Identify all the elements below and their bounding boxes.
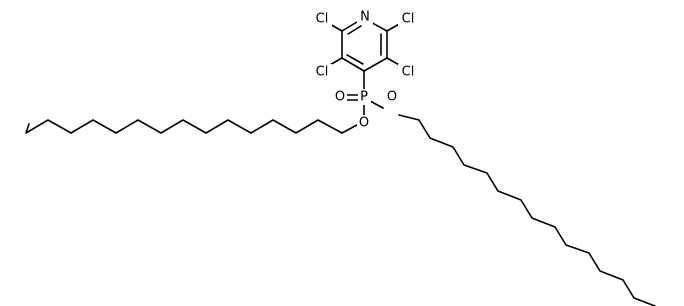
bond-c4-c5-inner xyxy=(346,54,364,65)
atom-cl-c2: Cl xyxy=(398,11,418,27)
chain-right-hexadecyl xyxy=(398,114,656,306)
atom-label-o-left: O xyxy=(359,116,369,131)
atom-label-o-right: O xyxy=(387,90,397,105)
atom-cl-c3: Cl xyxy=(398,64,418,80)
bond-c6-n1-inner xyxy=(347,25,362,35)
atom-label-o-double: O xyxy=(335,90,345,105)
atom-o-right: O xyxy=(385,89,399,105)
atom-o-double: O xyxy=(333,89,347,105)
atom-label-cl-top-right: Cl xyxy=(402,12,415,27)
atom-layer: N Cl Cl Cl Cl P O O xyxy=(312,9,418,131)
bond-layer xyxy=(25,18,656,306)
bond-c4-c5 xyxy=(341,57,365,72)
atom-o-left: O xyxy=(357,115,371,131)
atom-cl-c6: Cl xyxy=(312,11,332,27)
atom-label-cl-top-left: Cl xyxy=(316,12,329,27)
atom-label-p: P xyxy=(360,90,368,105)
atom-label-cl-bottom-right: Cl xyxy=(402,65,415,80)
atom-p: P xyxy=(358,89,371,105)
chain-left-hexadecyl xyxy=(25,119,358,134)
bond-p-o-right xyxy=(369,100,384,109)
atom-label-n: N xyxy=(360,10,370,25)
atom-label-cl-bottom-left: Cl xyxy=(316,65,329,80)
bond-c3-c4 xyxy=(363,57,388,72)
atom-n1: N xyxy=(357,9,373,25)
atom-cl-c5: Cl xyxy=(312,64,332,80)
